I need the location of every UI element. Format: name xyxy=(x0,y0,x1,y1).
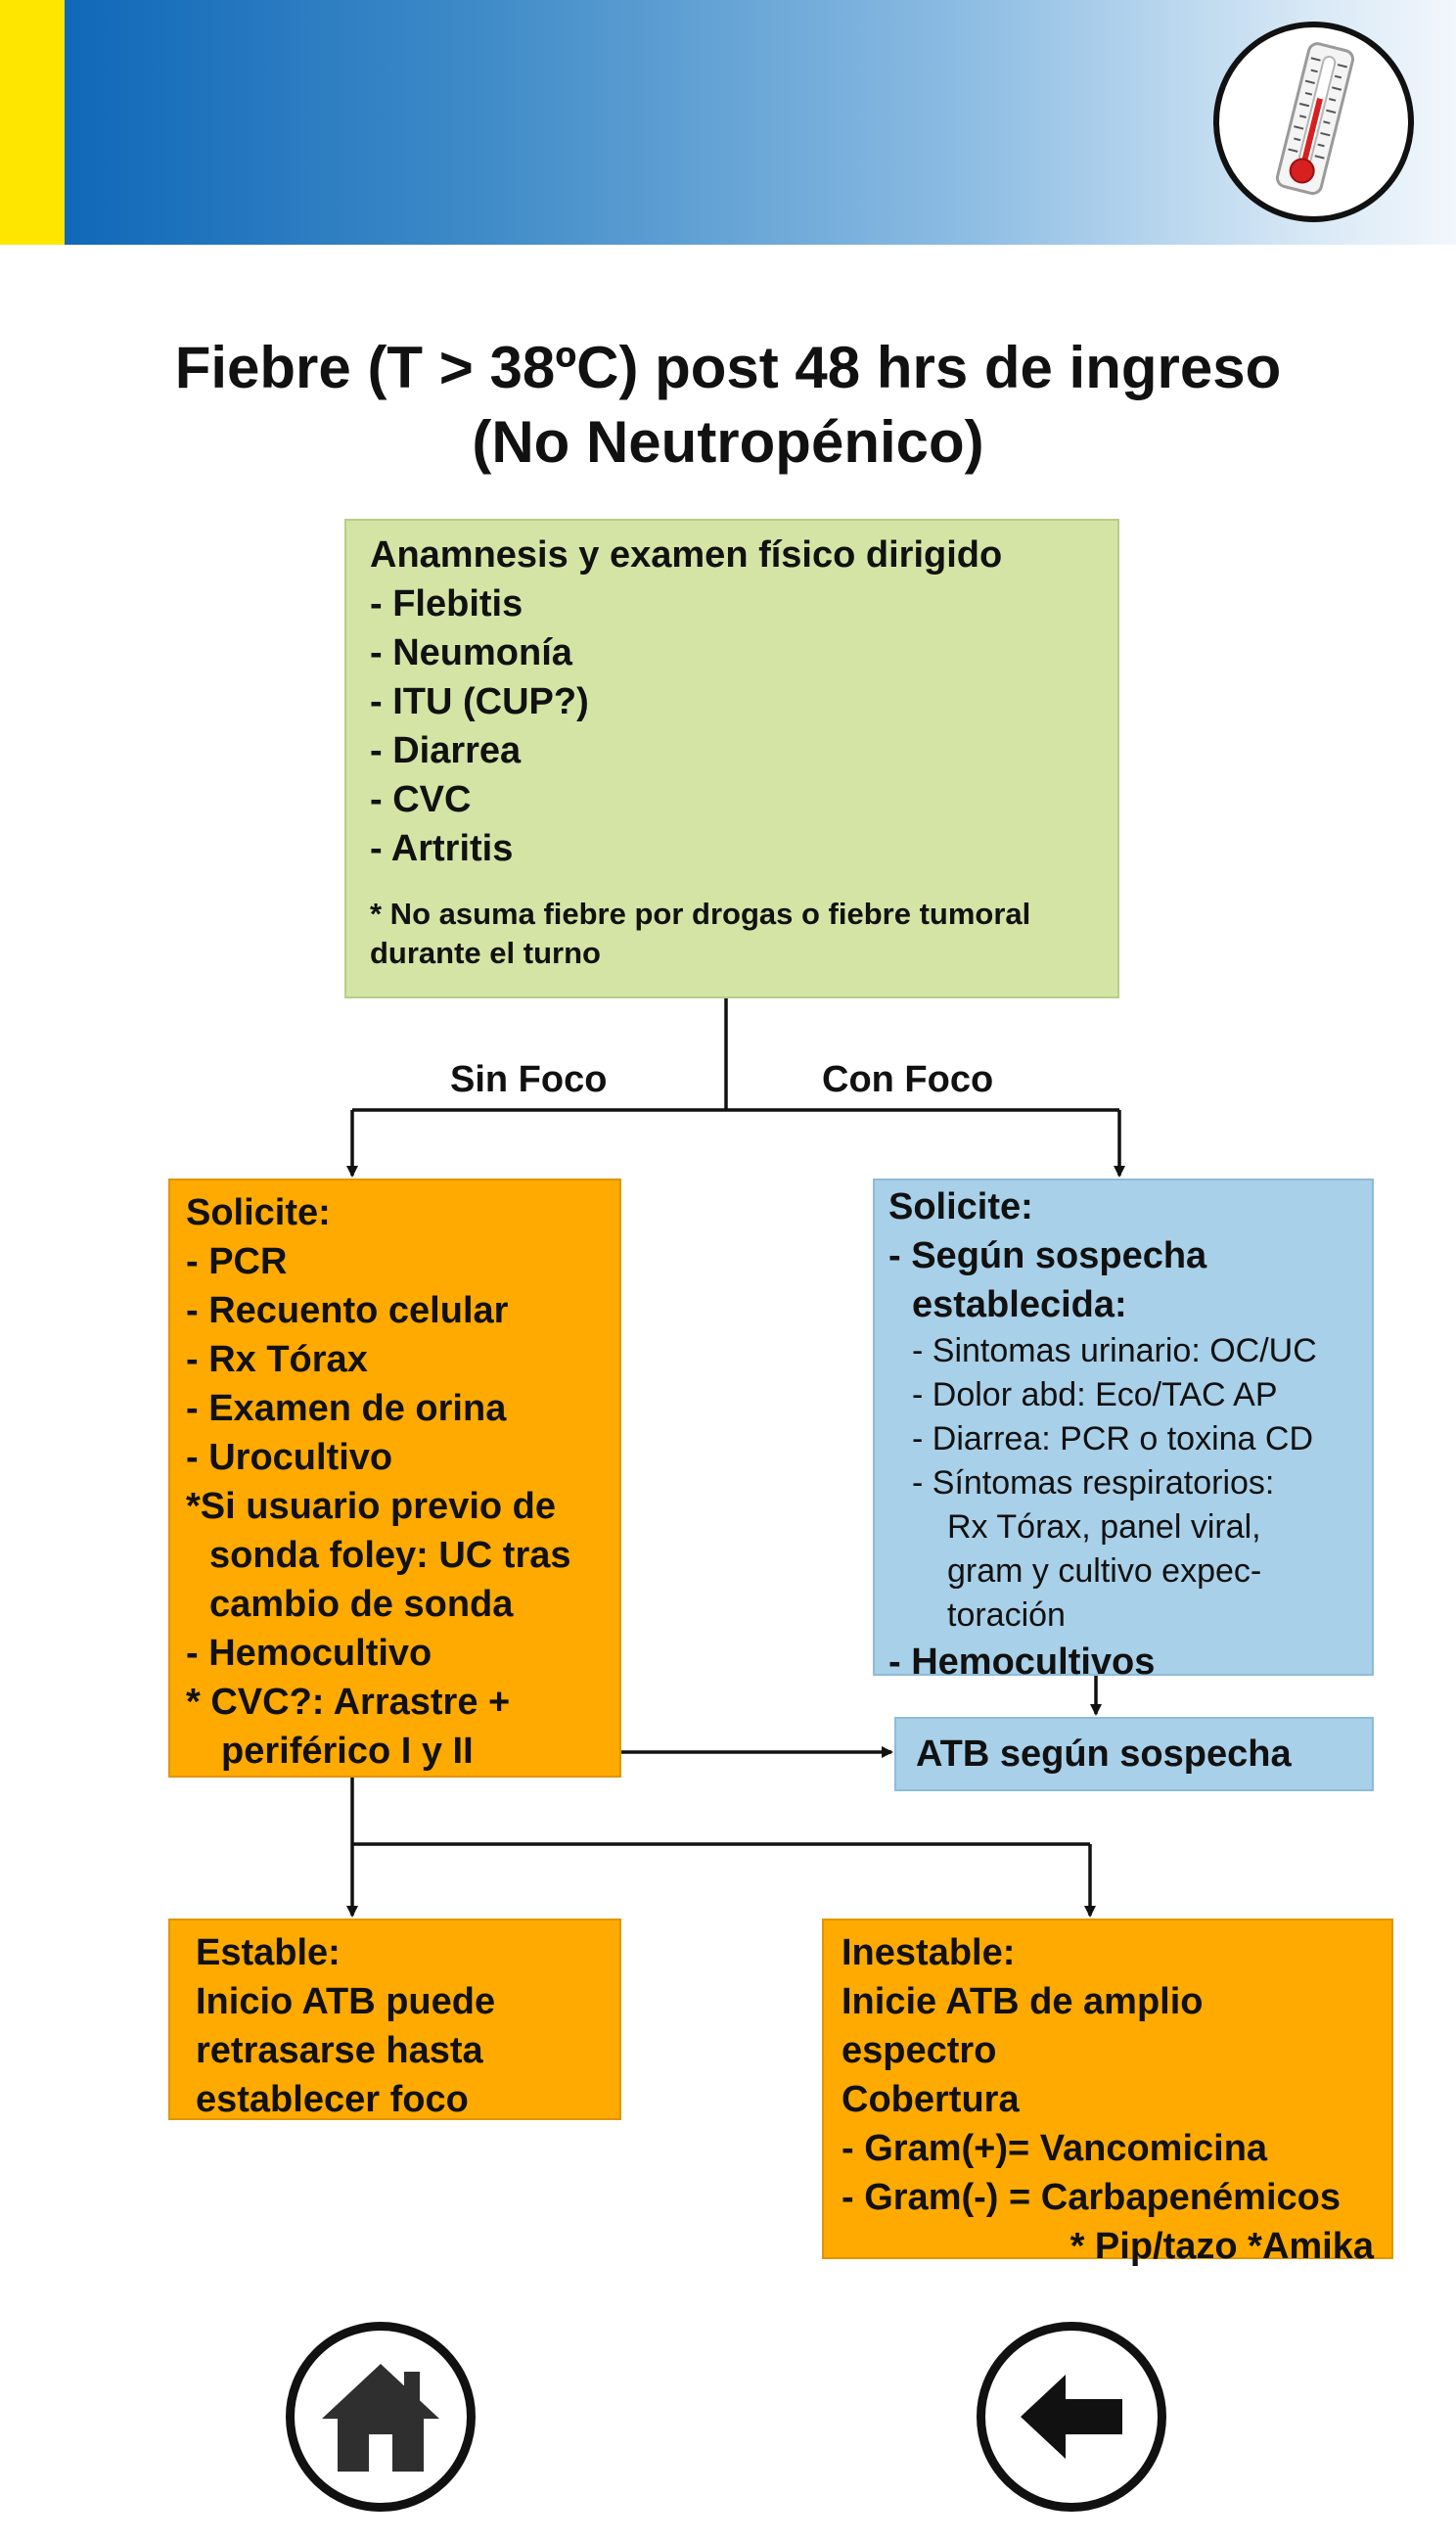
assessment-note: * No asuma fiebre por drogas o fiebre tu… xyxy=(370,895,1094,973)
sin-foco-line: - Urocultivo xyxy=(186,1437,393,1478)
assessment-note-line: durante el turno xyxy=(370,936,601,970)
branch-label-sin-foco: Sin Foco xyxy=(450,1059,608,1100)
con-foco-resp-detail: Rx Tórax, panel viral, xyxy=(947,1508,1261,1546)
header-accent-bar xyxy=(0,0,65,245)
assessment-note-line: * No asuma fiebre por drogas o fiebre tu… xyxy=(370,897,1031,931)
home-icon xyxy=(322,2364,439,2472)
sin-foco-box: Solicite: - PCR - Recuento celular - Rx … xyxy=(168,1179,621,1778)
con-foco-resp-detail: gram y cultivo expec- xyxy=(947,1552,1262,1590)
con-foco-box: Solicite: - Según sospecha establecida: … xyxy=(873,1179,1374,1683)
sin-foco-line: * CVC?: Arrastre + xyxy=(186,1682,511,1723)
assessment-item: - Flebitis xyxy=(370,583,523,624)
con-foco-detail: - Diarrea: PCR o toxina CD xyxy=(912,1420,1314,1457)
sin-foco-line: cambio de sonda xyxy=(209,1584,514,1625)
estable-line: retrasarse hasta xyxy=(196,2030,483,2071)
estable-line: Inicio ATB puede xyxy=(196,1981,496,2022)
con-foco-line: establecida: xyxy=(912,1284,1127,1325)
con-foco-heading: Solicite: xyxy=(888,1186,1033,1227)
assessment-box: Anamnesis y examen físico dirigido - Fle… xyxy=(344,519,1119,998)
sin-foco-line: - Examen de orina xyxy=(186,1388,507,1429)
con-foco-resp-detail: toración xyxy=(947,1596,1066,1634)
inestable-line: - Gram(+)= Vancomicina xyxy=(842,2128,1268,2169)
inestable-line: Inicie ATB de amplio xyxy=(842,1981,1204,2022)
estable-box: Estable: Inicio ATB puede retrasarse has… xyxy=(168,1919,621,2120)
assessment-item: - CVC xyxy=(370,779,472,820)
con-foco-detail: - Sintomas urinario: OC/UC xyxy=(912,1332,1317,1369)
assessment-item: - Neumonía xyxy=(370,632,572,673)
thermometer-button[interactable] xyxy=(1213,22,1414,222)
sin-foco-line: *Si usuario previo de xyxy=(186,1486,556,1527)
sin-foco-line: Solicite: xyxy=(186,1192,331,1233)
thermometer-icon xyxy=(1275,41,1354,195)
sin-foco-line: periférico I y II xyxy=(221,1731,474,1772)
inestable-line: * Pip/tazo *Amika xyxy=(1069,2226,1374,2267)
assessment-item: - ITU (CUP?) xyxy=(370,681,589,722)
con-foco-line: - Según sospecha xyxy=(888,1235,1207,1276)
atb-box: ATB según sospecha xyxy=(894,1717,1374,1791)
page-title-line2: (No Neutropénico) xyxy=(472,409,984,475)
inestable-line: - Gram(-) = Carbapenémicos xyxy=(842,2177,1341,2218)
back-button[interactable] xyxy=(977,2322,1166,2512)
inestable-line: espectro xyxy=(842,2030,997,2071)
page-title-line1: Fiebre (T > 38ºC) post 48 hrs de ingreso xyxy=(174,335,1282,400)
estable-line: establecer foco xyxy=(196,2079,469,2120)
inestable-line: Cobertura xyxy=(842,2079,1020,2120)
inestable-box: Inestable: Inicie ATB de amplio espectro… xyxy=(822,1919,1393,2267)
estable-line: Estable: xyxy=(196,1932,341,1973)
assessment-item: - Artritis xyxy=(370,828,514,869)
assessment-heading: Anamnesis y examen físico dirigido xyxy=(370,534,1003,576)
inestable-line: Inestable: xyxy=(842,1932,1016,1973)
con-foco-detail: - Síntomas respiratorios: xyxy=(912,1464,1275,1502)
con-foco-last: - Hemocultivos xyxy=(888,1641,1156,1683)
atb-label: ATB según sospecha xyxy=(916,1734,1292,1775)
sin-foco-line: - Rx Tórax xyxy=(186,1339,368,1380)
assessment-item: - Diarrea xyxy=(370,730,522,771)
sin-foco-line: - PCR xyxy=(186,1241,288,1282)
con-foco-detail: - Dolor abd: Eco/TAC AP xyxy=(912,1376,1278,1413)
home-button[interactable] xyxy=(286,2322,476,2512)
arrow-left-icon xyxy=(1021,2375,1122,2459)
sin-foco-line: - Recuento celular xyxy=(186,1290,509,1331)
branch-label-con-foco: Con Foco xyxy=(822,1059,994,1100)
sin-foco-line: sonda foley: UC tras xyxy=(209,1535,571,1576)
sin-foco-line: - Hemocultivo xyxy=(186,1633,432,1674)
